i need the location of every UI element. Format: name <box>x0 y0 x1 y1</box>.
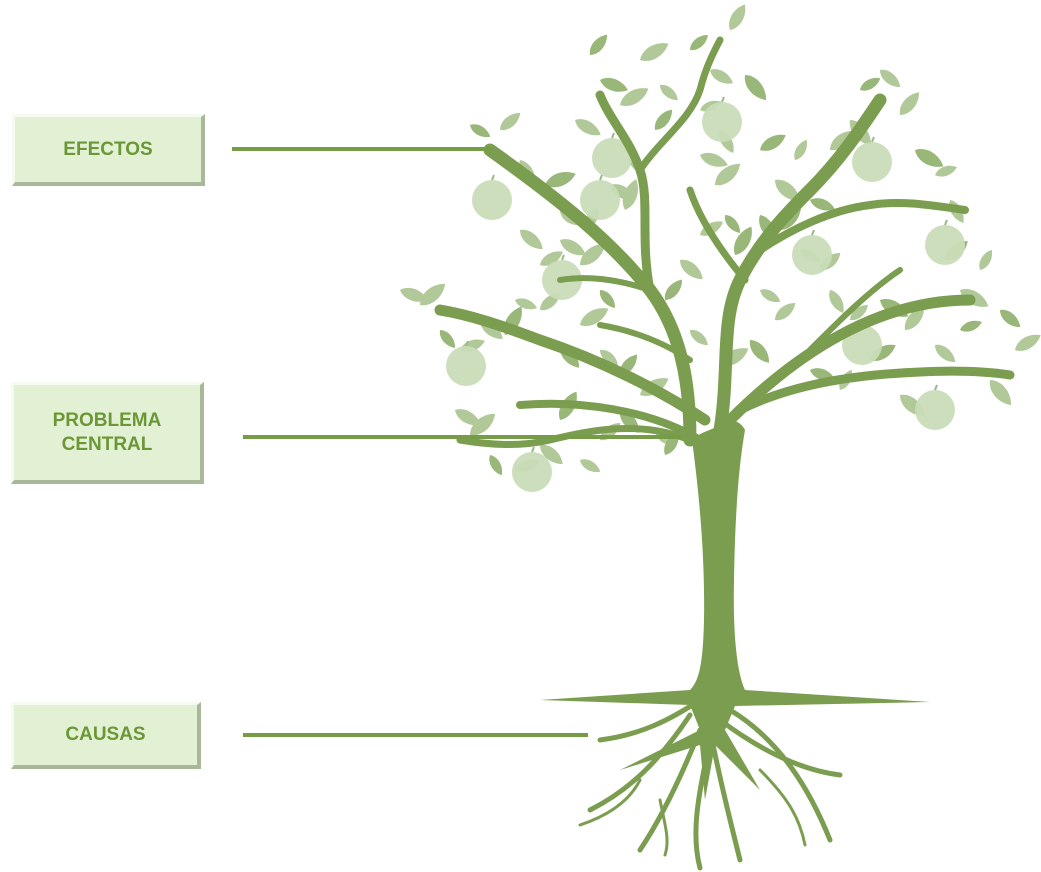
fruit <box>472 180 512 220</box>
leaf <box>984 375 1017 410</box>
fruit-stem <box>811 229 815 236</box>
label-causas-text: CAUSAS <box>65 724 146 745</box>
fruit <box>792 235 832 275</box>
tree-roots <box>578 697 843 871</box>
fruit-stem <box>934 384 938 391</box>
leaf <box>745 336 774 367</box>
leaf <box>686 31 711 54</box>
leaf <box>572 114 604 141</box>
fruit-stem <box>561 254 565 261</box>
leaf <box>724 1 751 33</box>
leaf <box>757 285 783 306</box>
fruit <box>592 138 632 178</box>
leaf <box>656 81 681 104</box>
fruit-stem <box>944 219 948 226</box>
leaf <box>1012 329 1041 356</box>
leaf <box>676 255 707 284</box>
leaf <box>436 326 459 351</box>
leaf <box>485 452 506 478</box>
fruit-stem <box>531 446 535 453</box>
fruit-stem <box>491 174 495 181</box>
fruit <box>512 452 552 492</box>
fruit-stem <box>465 340 469 347</box>
leaf <box>931 340 959 367</box>
leaf <box>996 305 1024 332</box>
leaf <box>958 317 984 335</box>
fruit-stem <box>721 96 725 103</box>
leaf <box>757 129 789 156</box>
label-efectos-text: EFECTOS <box>63 138 153 160</box>
leaf <box>895 88 924 119</box>
label-causas: CAUSAS <box>11 702 201 769</box>
fruit <box>580 180 620 220</box>
fruit <box>915 390 955 430</box>
label-problema-line2: CENTRAL <box>61 433 153 455</box>
leaf <box>876 65 904 92</box>
leaf <box>825 287 848 316</box>
leaf <box>516 225 547 254</box>
leaf <box>697 149 730 171</box>
fruit-stem <box>871 136 875 143</box>
leaf <box>857 74 883 95</box>
fruit <box>925 225 965 265</box>
leaf <box>686 326 711 349</box>
leaf <box>721 211 744 236</box>
leaf <box>577 455 603 476</box>
leaf <box>790 137 811 163</box>
tree-branches <box>434 36 1015 448</box>
leaf <box>585 31 612 59</box>
fruit <box>702 102 742 142</box>
label-problema-line1: PROBLEMA <box>52 409 162 431</box>
leaf <box>636 37 672 66</box>
leaf <box>596 286 619 311</box>
leaf <box>975 247 996 273</box>
label-efectos: EFECTOS <box>12 114 205 186</box>
label-problema-central: PROBLEMA CENTRAL <box>11 382 204 484</box>
fruit-stem <box>611 132 615 139</box>
leaf <box>707 65 736 88</box>
fruit-stem <box>599 174 603 181</box>
fruit <box>446 346 486 386</box>
leaf <box>739 70 772 105</box>
leaf <box>660 276 687 304</box>
leaf <box>771 298 799 325</box>
fruit <box>852 142 892 182</box>
tree-trunk <box>540 420 930 800</box>
leaf <box>496 108 524 135</box>
leaf <box>467 120 493 141</box>
